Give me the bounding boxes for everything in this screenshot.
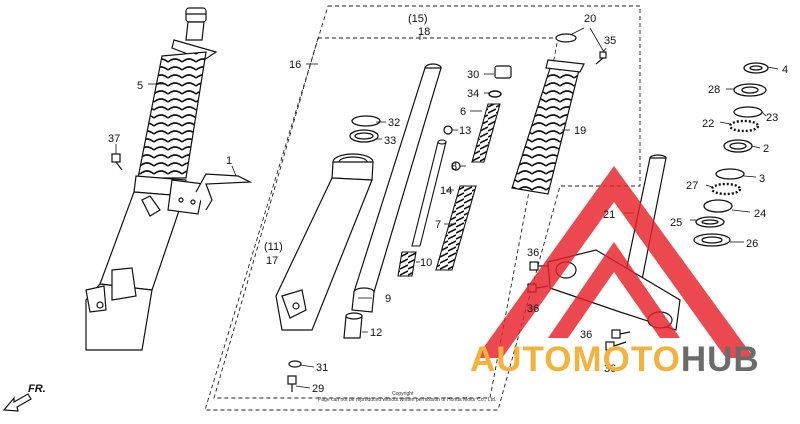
label-34: 34 <box>467 88 479 100</box>
label-30: 30 <box>467 69 479 81</box>
label-31: 31 <box>316 362 328 374</box>
label-24: 24 <box>754 208 766 220</box>
label-10: 10 <box>420 257 432 269</box>
o-ring-34 <box>488 90 502 98</box>
label-20: 20 <box>584 13 596 25</box>
label-35: 35 <box>604 35 616 47</box>
label-36-b: 36 <box>527 303 539 315</box>
label-7: 7 <box>435 219 441 231</box>
label-13: 13 <box>459 125 471 137</box>
label-12: 12 <box>370 327 382 339</box>
label-15: (15) <box>408 13 428 25</box>
label-6: 6 <box>460 106 466 118</box>
label-19: 19 <box>574 125 586 137</box>
bolt-35 <box>595 51 607 65</box>
fork-tube-9 <box>351 63 442 313</box>
label-29: 29 <box>312 383 324 395</box>
label-1: 1 <box>226 155 232 167</box>
callout-labels: 1 2 3 4 5 6 7 8 9 10 (11) 12 13 14 (15) … <box>28 13 788 403</box>
label-28: 28 <box>708 84 720 96</box>
leader-lines <box>115 27 779 389</box>
watermark-triangle <box>476 166 754 358</box>
seal-parts-32-33 <box>349 115 381 143</box>
label-11: (11) <box>264 241 283 253</box>
bolt-37 <box>111 153 123 171</box>
label-9: 9 <box>385 293 391 305</box>
fork-cap-30 <box>494 65 512 79</box>
label-16: 16 <box>289 59 301 71</box>
rebound-spring-10 <box>397 251 417 277</box>
label-25: 25 <box>670 217 682 229</box>
label-23: 23 <box>766 112 778 124</box>
label-front: FR. <box>28 383 46 395</box>
label-2: 2 <box>763 143 769 155</box>
front-arrow-icon <box>2 393 32 412</box>
watermark-text-part1: AUTOMOTO <box>470 340 681 379</box>
copyright-line-2: Page can not be reproduced without writt… <box>318 397 496 403</box>
label-5: 5 <box>137 80 143 92</box>
label-36-d: 36 <box>604 363 616 375</box>
fork-spring-6 <box>471 103 501 163</box>
assembled-fork-leg <box>85 7 218 351</box>
label-26: 26 <box>746 238 758 250</box>
washer-31-bolt-29 <box>287 360 302 392</box>
label-36-a: 36 <box>527 247 539 259</box>
watermark-text-part2: HUB <box>680 340 760 379</box>
label-14: 14 <box>440 185 452 197</box>
fork-boot-19 <box>511 33 585 195</box>
label-33: 33 <box>384 135 396 147</box>
label-8: 8 <box>451 161 457 173</box>
piston-12 <box>343 312 363 339</box>
bracket-1 <box>167 173 253 215</box>
label-18: 18 <box>418 26 430 38</box>
label-27: 27 <box>686 180 698 192</box>
label-3: 3 <box>759 173 765 185</box>
copyright-line-1: Copyright <box>392 391 414 397</box>
watermark-logo: AUTOMOTOHUB <box>470 342 760 377</box>
label-37: 37 <box>108 133 120 145</box>
label-36-c: 36 <box>580 329 592 341</box>
label-17: 17 <box>266 255 278 267</box>
label-21: 21 <box>603 209 615 221</box>
damper-rod-14 <box>411 139 447 247</box>
label-32: 32 <box>388 117 400 129</box>
bearing-stack <box>693 62 769 247</box>
label-4: 4 <box>782 64 788 76</box>
small-parts-13-8 <box>443 125 461 171</box>
fork-spring-7 <box>435 185 477 271</box>
fork-slider-17 <box>275 153 374 331</box>
label-22: 22 <box>702 118 714 130</box>
group-outline <box>204 5 641 411</box>
